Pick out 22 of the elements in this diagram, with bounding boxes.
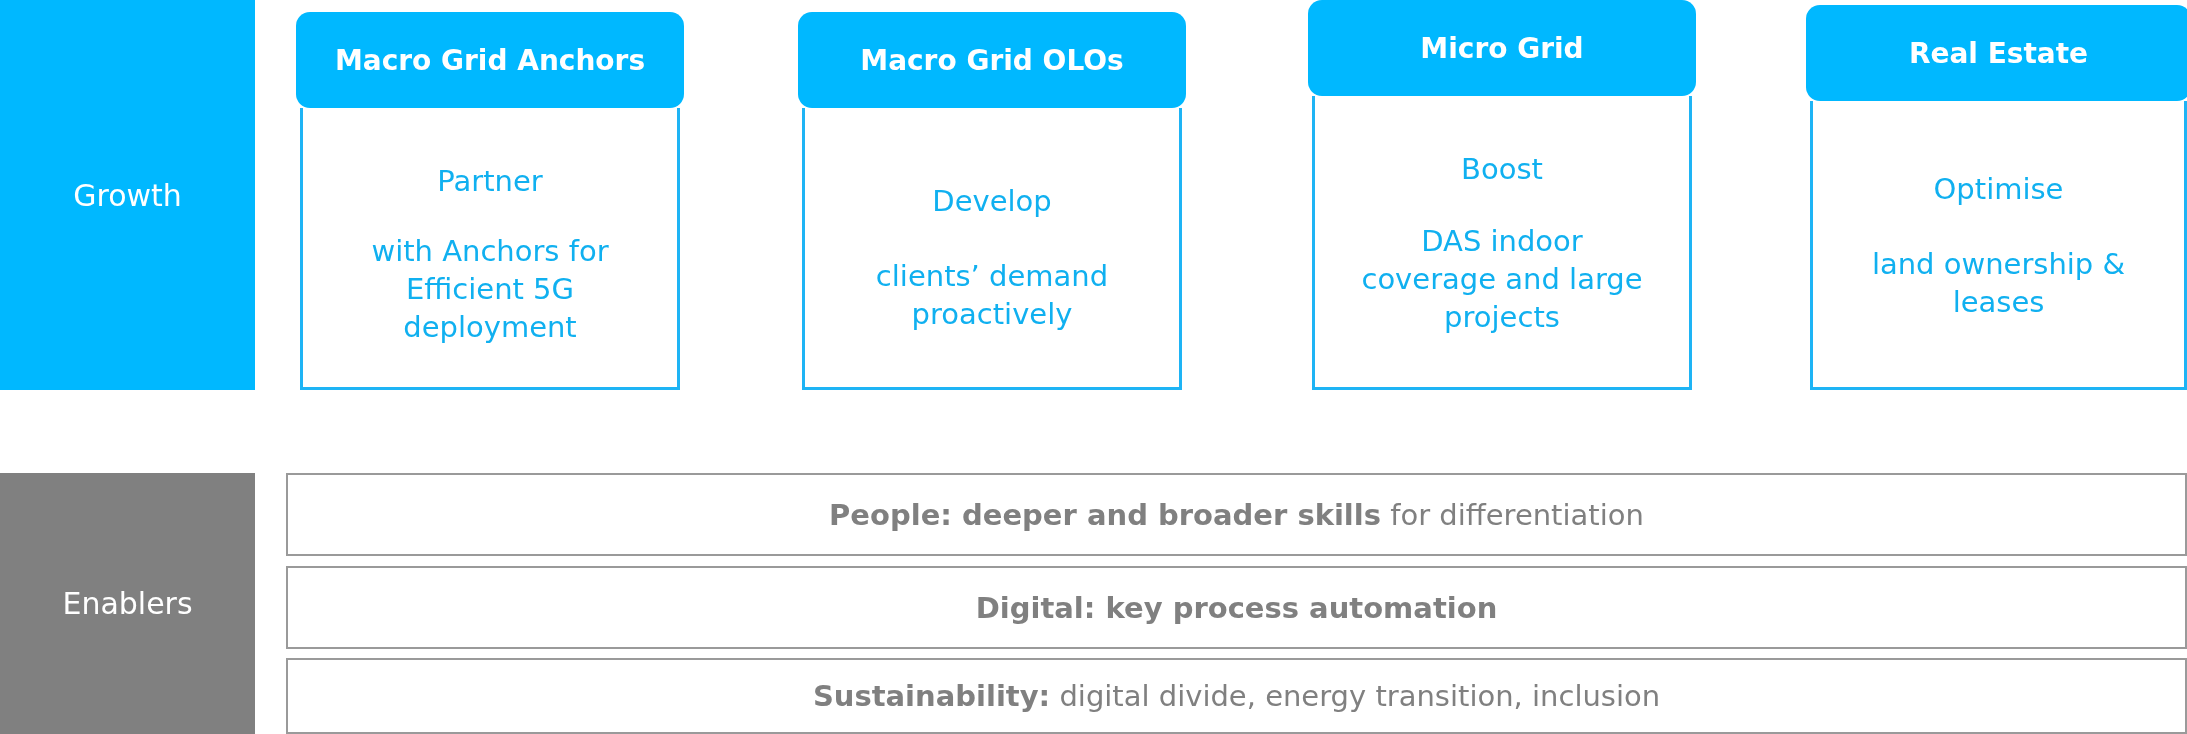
enabler-text: People: deeper and broader skills for differentiation [829, 497, 1644, 532]
card-action: Optimise [1932, 171, 2065, 208]
card-description: with Anchors for Efficient 5G deployment [370, 233, 610, 346]
category-band [0, 473, 255, 734]
card-description: clients’ demand proactively [874, 258, 1110, 333]
card-header: Macro Grid OLOs [798, 12, 1186, 108]
card-header: Macro Grid Anchors [296, 12, 684, 108]
enabler-text: Sustainability: digital divide, energy transition, inclusion [812, 679, 1661, 713]
card-action: Develop [931, 183, 1053, 220]
card-action: Partner [436, 163, 544, 200]
card-description: DAS indoor coverage and large projects [1360, 223, 1644, 336]
enabler-bar [286, 473, 2187, 556]
band-label: Enablers [62, 586, 193, 621]
category-band [0, 0, 255, 390]
card-header: Real Estate [1806, 5, 2187, 101]
enabler-bar [286, 658, 2187, 734]
band-label: Growth [73, 177, 182, 213]
enabler-text: Digital: key process automation [975, 590, 1498, 625]
card-description: land ownership & leases [1870, 246, 2127, 321]
card-action: Boost [1460, 151, 1544, 188]
card-header: Micro Grid [1308, 0, 1696, 96]
enabler-bar [286, 566, 2187, 649]
